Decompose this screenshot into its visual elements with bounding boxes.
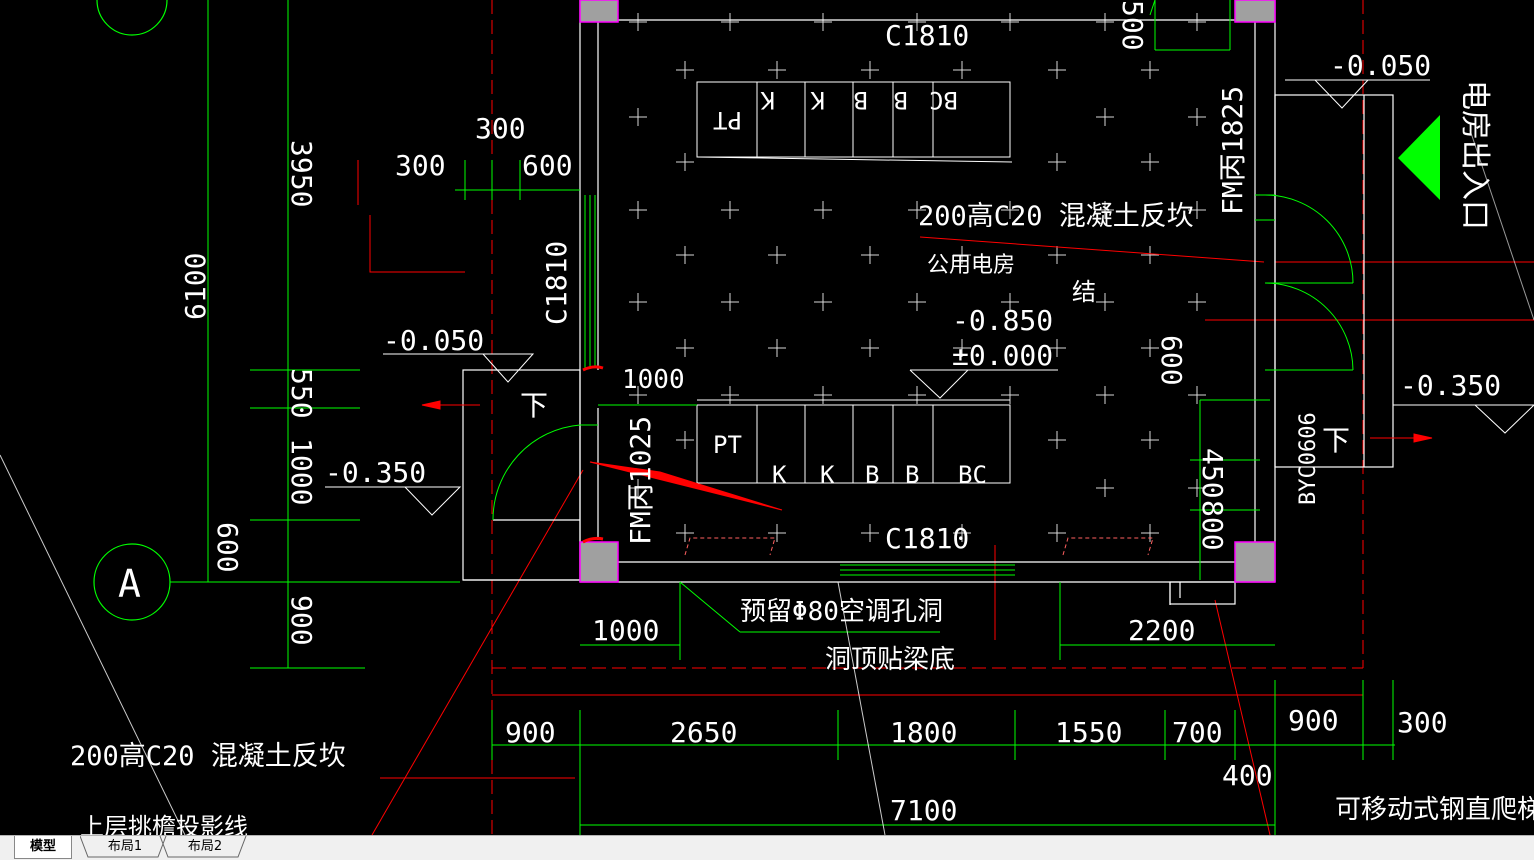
dim-left-v: 550 [285, 368, 318, 419]
dim-left-v: 600 [211, 522, 244, 573]
cabinet-top-label: B [854, 86, 868, 114]
elevation-right: -0.350 [1400, 369, 1501, 402]
dim-top: 300 [395, 149, 446, 182]
dim-bottom-row: 700 [1172, 716, 1223, 749]
dim-right-v: 800 [1196, 500, 1229, 551]
room-label: 公用电房 [927, 253, 1015, 278]
dim-door-width: 1000 [622, 365, 685, 395]
dim-right-v: 600 [1155, 335, 1188, 386]
dim-bottom-row: 2650 [670, 716, 737, 749]
cabinet-bottom-label: B [905, 461, 919, 489]
elevation-markers [325, 79, 1534, 516]
layout-tab-bar: 模型 布局1 布局2 [0, 835, 1534, 860]
elevation-zero: ±0.000 [952, 339, 1053, 372]
curb-note-bottom: 200高C20 混凝土反坎 [70, 741, 346, 772]
down-label-right: 下 [1322, 424, 1350, 457]
dim-400: 400 [1222, 759, 1273, 792]
door-label-left: FM丙1025 [624, 416, 657, 545]
dim-bottom-1000: 1000 [592, 614, 659, 647]
tab-layout1[interactable]: 布局1 [107, 839, 143, 854]
dim-top: 300 [475, 112, 526, 145]
cad-drawing-canvas[interactable]: C1810 C1810 C1810 FM丙1825 FM丙1025 -0.850… [0, 0, 1534, 835]
window-symbols [584, 0, 1231, 576]
door-label-right: FM丙1825 [1216, 86, 1249, 215]
entrance-triangle [1398, 115, 1440, 200]
cabinet-bottom-label: K [772, 461, 787, 489]
dim-left-v: 1000 [285, 438, 318, 505]
slope-arrows [421, 400, 1433, 443]
cabinet-top-label: K [810, 86, 825, 114]
elevation-room: -0.850 [952, 304, 1053, 337]
cabinet-labels-bottom: PT K K B B BC [713, 431, 987, 489]
window-label-bottom: C1810 [885, 522, 969, 555]
dim-bottom-row: 900 [505, 716, 556, 749]
hole-note-2: 洞顶贴梁底 [825, 645, 955, 675]
small-details [684, 537, 1154, 556]
cabinet-top-label: B [894, 86, 908, 114]
dimension-lines [205, 0, 1395, 835]
dim-left-v: 3950 [285, 140, 318, 207]
dimension-labels: 3950 6100 550 1000 600 900 600 450 800 5… [179, 0, 1448, 827]
elevation-left-low: -0.350 [325, 456, 426, 489]
dim-bottom-row: 1550 [1055, 716, 1122, 749]
cabinet-top-label: PT [713, 106, 742, 134]
cabinet-row-bottom [696, 399, 1011, 484]
dim-right-bottom: 300 [1397, 706, 1448, 739]
dim-2200: 2200 [1128, 614, 1195, 647]
cabinet-bottom-label: PT [713, 431, 742, 459]
axis-bubble-a [93, 0, 205, 621]
upper-floor-note: 上层挑檐投影线 [80, 813, 248, 835]
cabinet-bottom-label: B [865, 461, 879, 489]
vent-label: BYC0606 [1296, 412, 1321, 505]
columns [579, 0, 1276, 583]
cabinet-bottom-label: K [820, 461, 835, 489]
elevation-left: -0.050 [383, 324, 484, 357]
cabinet-row-top [696, 81, 1013, 163]
cabinet-top-label: BC [929, 86, 958, 114]
cabinet-labels-top: PT K K B B BC [713, 86, 958, 134]
dim-top: 600 [522, 149, 573, 182]
structure-mark: 结 [1072, 278, 1096, 306]
dim-bottom-row: 1800 [890, 716, 957, 749]
hole-note-1: 预留Φ80空调孔洞 [740, 597, 943, 627]
walls [462, 0, 1394, 605]
tab-outlines [80, 836, 247, 858]
dim-right-bottom: 900 [1288, 704, 1339, 737]
window-label-top: C1810 [885, 19, 969, 52]
dim-right-v: 450 [1196, 448, 1229, 499]
curb-note-top: 200高C20 混凝土反坎 [918, 201, 1194, 232]
red-solid-lines [357, 160, 1534, 835]
dim-right-v: 500 [1116, 0, 1149, 51]
down-label-left: 下 [520, 389, 548, 422]
tab-layout2[interactable]: 布局2 [187, 839, 223, 854]
dim-left-v: 900 [285, 595, 318, 646]
dim-total: 7100 [890, 794, 957, 827]
window-label-left: C1810 [540, 241, 573, 325]
tab-model[interactable]: 模型 [14, 836, 72, 859]
elevation-right-top: -0.050 [1330, 49, 1431, 82]
dim-left-v: 6100 [179, 253, 212, 320]
ladder-note: 可移动式钢直爬梯 [1335, 795, 1534, 825]
axis-lines [491, 0, 1364, 835]
cabinet-bottom-label: BC [958, 461, 987, 489]
cabinet-top-label: K [760, 86, 775, 114]
door-swings [492, 194, 1354, 521]
axis-label-a: A [118, 562, 141, 606]
entrance-label: 电房出入口 [1457, 80, 1492, 230]
grid-pattern [629, 13, 1206, 542]
annotation-arrow [582, 365, 783, 544]
